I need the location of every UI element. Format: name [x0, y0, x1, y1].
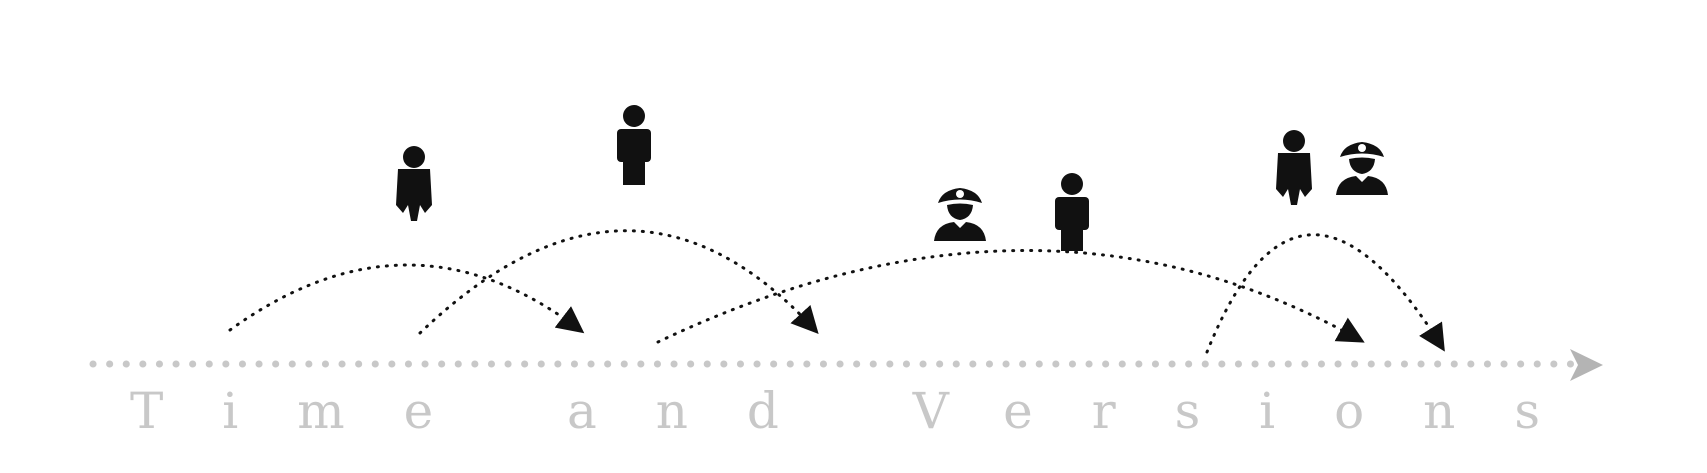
version-arc-1	[228, 263, 585, 334]
timeline-arrowhead	[1570, 349, 1603, 381]
version-arc-3	[656, 249, 1365, 344]
pirate-icon	[1336, 142, 1388, 195]
person-skirt-icon	[1276, 130, 1312, 205]
version-arc-4	[1205, 233, 1445, 354]
person-skirt-icon	[396, 146, 432, 221]
version-arc-2	[418, 229, 819, 335]
axis-label: Time and Versions	[130, 382, 1540, 440]
person-icon	[617, 105, 651, 185]
pirate-icon	[934, 188, 986, 241]
person-icon	[1055, 173, 1089, 251]
